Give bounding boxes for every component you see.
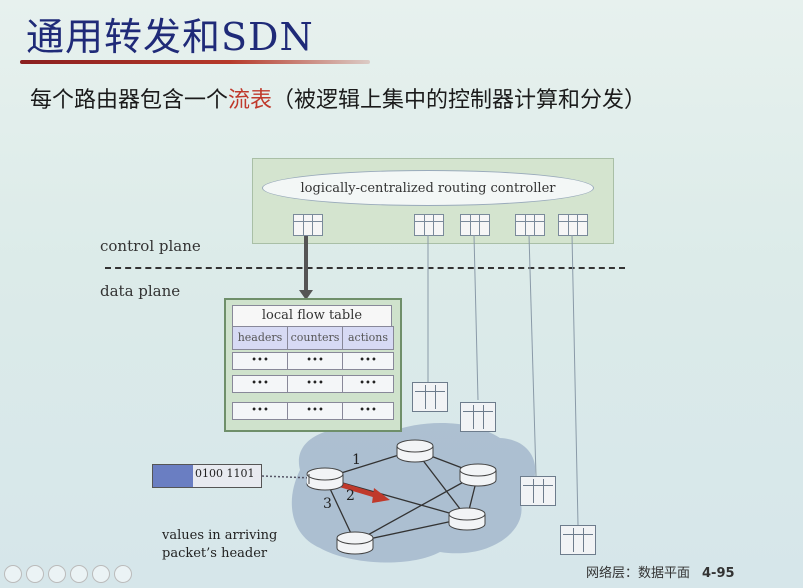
subtitle-highlight: 流表: [228, 88, 273, 113]
port-label: 3: [323, 496, 332, 512]
data-plane-label: data plane: [100, 282, 181, 300]
slide-footer: 网络层：数据平面 4-95: [586, 562, 735, 581]
controller-table-icon: [293, 214, 323, 236]
control-plane-label: control plane: [100, 237, 201, 255]
network-link: [324, 477, 468, 519]
network-link: [414, 449, 479, 475]
port-label: 1: [352, 452, 361, 468]
controller-label: logically-centralized routing controller: [300, 180, 556, 196]
packet-header-bits: 0100 1101: [195, 467, 255, 480]
arriving-packet: [152, 464, 262, 488]
slides-grid-icon[interactable]: [70, 565, 88, 583]
title-underline: [20, 60, 370, 64]
flow-col-actions: actions: [342, 326, 394, 350]
plane-divider: [105, 267, 625, 269]
router-icon: [336, 531, 374, 555]
controller-table-icon: [515, 214, 545, 236]
flow-cell: •••: [342, 375, 394, 393]
packet-caption: values in arriving packet’s header: [162, 527, 277, 563]
router-flow-table-icon: [520, 476, 556, 506]
subtitle-post: （被逻辑上集中的控制器计算和分发）: [272, 88, 647, 113]
flow-col-headers: headers: [232, 326, 288, 350]
network-link: [324, 449, 416, 479]
network-link: [354, 473, 479, 543]
packet-payload: [153, 465, 193, 487]
slide-title: 通用转发和SDN: [26, 15, 314, 59]
controller-table-icon: [558, 214, 588, 236]
flow-cell: •••: [342, 402, 394, 420]
network-cloud: [291, 422, 536, 563]
router-flow-table-icon: [560, 525, 596, 555]
page-number: 4-95: [702, 566, 735, 581]
distribution-line: [528, 234, 537, 477]
more-options-icon[interactable]: [114, 565, 132, 583]
flow-cell: •••: [232, 402, 288, 420]
flow-cell: •••: [232, 375, 288, 393]
router-icon: [396, 439, 434, 463]
forwarding-arrow-head: [372, 488, 390, 503]
flow-cell: •••: [342, 352, 394, 370]
distribution-line: [571, 234, 579, 526]
network-link: [414, 449, 468, 519]
flow-cell: •••: [232, 352, 288, 370]
pen-icon[interactable]: [48, 565, 66, 583]
packet-caption-line: packet’s header: [162, 546, 268, 561]
flow-cell: •••: [287, 402, 343, 420]
flow-cell: •••: [287, 352, 343, 370]
port-label: 2: [346, 488, 355, 504]
controller-table-icon: [414, 214, 444, 236]
footer-section: 网络层：数据平面: [586, 566, 691, 581]
network-link: [466, 473, 479, 519]
network-link: [354, 517, 468, 543]
zoom-icon[interactable]: [92, 565, 110, 583]
router-icon: [306, 467, 344, 491]
router-icon: [459, 463, 497, 487]
flow-table-title: local flow table: [232, 305, 392, 327]
router-flow-table-icon: [412, 382, 448, 412]
forwarding-arrow: [337, 481, 379, 499]
router-flow-table-icon: [460, 402, 496, 432]
slide-subtitle: 每个路由器包含一个流表（被逻辑上集中的控制器计算和分发）: [30, 82, 646, 114]
presentation-nav: [0, 564, 154, 584]
packet-arrow: [261, 475, 313, 479]
router-icon: [448, 507, 486, 531]
network-link: [324, 477, 356, 543]
controller-table-icon: [460, 214, 490, 236]
next-slide-icon[interactable]: [26, 565, 44, 583]
subtitle-pre: 每个路由器包含一个: [30, 88, 229, 113]
packet-caption-line: values in arriving: [162, 528, 278, 543]
flow-cell: •••: [287, 375, 343, 393]
controller-oval: logically-centralized routing controller: [262, 170, 594, 206]
flow-col-counters: counters: [287, 326, 343, 350]
distribution-line: [473, 234, 479, 401]
prev-slide-icon[interactable]: [4, 565, 22, 583]
